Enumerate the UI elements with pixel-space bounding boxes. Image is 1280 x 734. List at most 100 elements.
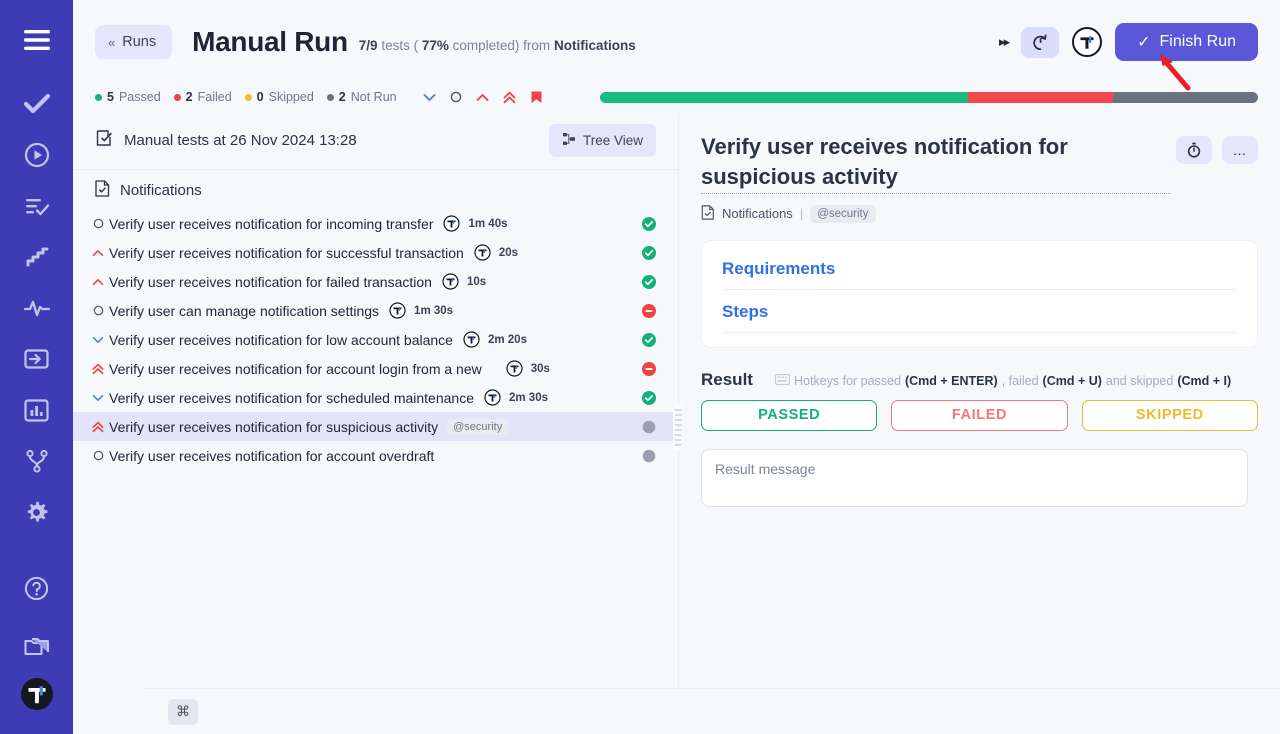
table-row[interactable]: Verify user receives notification for fa…: [73, 267, 678, 296]
breadcrumb-tag[interactable]: @security: [810, 205, 875, 223]
failed-button[interactable]: FAILED: [891, 400, 1067, 431]
priority-normal-icon[interactable]: [87, 218, 109, 229]
priority-normal-icon[interactable]: [450, 91, 462, 103]
result-header: Result Hotkeys for passed (Cmd + ENTER) …: [701, 370, 1258, 390]
import-icon[interactable]: [19, 341, 55, 377]
gear-icon[interactable]: [19, 494, 55, 530]
back-to-runs-button[interactable]: « Runs: [95, 25, 172, 59]
file-check-icon: [95, 180, 110, 201]
test-duration: 10s: [467, 276, 486, 288]
priority-filter-group: [423, 90, 543, 104]
play-circle-icon[interactable]: [19, 137, 55, 173]
priority-high-icon[interactable]: [87, 249, 109, 257]
notrun-dot-icon: [327, 94, 334, 101]
skipped-button[interactable]: SKIPPED: [1082, 400, 1258, 431]
finish-run-label: Finish Run: [1160, 33, 1236, 51]
result-message-input[interactable]: [701, 449, 1248, 507]
table-row[interactable]: Verify user can manage notification sett…: [73, 296, 678, 325]
manual-test-icon: [443, 215, 460, 232]
priority-critical-icon[interactable]: [87, 363, 109, 375]
stat-failed: 2 Failed: [174, 90, 232, 104]
menu-icon[interactable]: [19, 22, 55, 58]
table-row[interactable]: Verify user receives notification for lo…: [73, 325, 678, 354]
list-check-icon[interactable]: [19, 188, 55, 224]
status-badge: [642, 420, 656, 434]
status-badge: [642, 217, 656, 231]
back-to-runs-label: Runs: [122, 34, 156, 50]
bottom-bar: ⌘: [146, 688, 1280, 734]
table-row[interactable]: Verify user receives notification for ac…: [73, 354, 678, 383]
priority-high-icon[interactable]: [87, 278, 109, 286]
main-area: « Runs Manual Run 7/9 tests ( 77% comple…: [73, 0, 1280, 734]
detail-title[interactable]: Verify user receives notification for su…: [701, 132, 1171, 194]
progress-failed-segment: [968, 92, 1113, 103]
finish-check-icon: ✓: [1137, 32, 1150, 52]
steps-icon[interactable]: [19, 239, 55, 275]
file-check-icon: [701, 205, 715, 223]
passed-button[interactable]: PASSED: [701, 400, 877, 431]
more-dots-icon: …: [1233, 146, 1248, 154]
timer-button[interactable]: [1021, 27, 1059, 58]
table-row[interactable]: Verify user receives notification for su…: [73, 238, 678, 267]
page-title: Manual Run: [192, 26, 348, 58]
priority-low-icon[interactable]: [87, 394, 109, 402]
command-key-button[interactable]: ⌘: [168, 699, 198, 725]
test-list-pane: Manual tests at 26 Nov 2024 13:28 Tree V…: [73, 114, 679, 718]
priority-normal-icon[interactable]: [87, 450, 109, 461]
table-row[interactable]: Verify user receives notification for sc…: [73, 383, 678, 412]
branch-icon[interactable]: [19, 443, 55, 479]
test-name: Verify user receives notification for sc…: [109, 390, 474, 406]
chart-icon[interactable]: [19, 392, 55, 428]
accordion-steps[interactable]: Steps: [722, 302, 1237, 333]
priority-low-icon[interactable]: [423, 93, 436, 102]
priority-high-icon[interactable]: [476, 93, 489, 102]
progress-passed-segment: [600, 92, 968, 103]
list-header: Manual tests at 26 Nov 2024 13:28 Tree V…: [73, 114, 678, 169]
result-label: Result: [701, 370, 753, 390]
help-icon[interactable]: [19, 570, 55, 606]
breadcrumb-suite[interactable]: Notifications: [722, 206, 793, 221]
hotkeys-skipped-key: (Cmd + I): [1177, 374, 1231, 388]
hotkeys-and: and skipped: [1106, 374, 1173, 388]
more-options-button[interactable]: …: [1222, 136, 1258, 164]
stat-notrun: 2 Not Run: [327, 90, 397, 104]
priority-low-icon[interactable]: [87, 336, 109, 344]
priority-critical-icon[interactable]: [87, 421, 109, 433]
run-count: 7/9: [359, 38, 378, 53]
failed-dot-icon: [174, 94, 181, 101]
manual-test-icon: [463, 331, 480, 348]
stat-skipped: 0 Skipped: [245, 90, 314, 104]
check-icon[interactable]: [19, 86, 55, 122]
priority-blocker-icon[interactable]: [530, 90, 543, 104]
table-row[interactable]: Verify user receives notification for ac…: [73, 441, 678, 470]
test-duration: 20s: [499, 247, 518, 259]
test-duration: 2m 20s: [488, 334, 527, 346]
finish-run-button[interactable]: ✓ Finish Run: [1115, 23, 1258, 61]
priority-normal-icon[interactable]: [87, 305, 109, 316]
accordion-requirements[interactable]: Requirements: [722, 259, 1237, 290]
suite-group-header[interactable]: Notifications: [73, 169, 678, 209]
timer-icon: [1032, 33, 1049, 51]
testomat-avatar-icon: [1074, 29, 1100, 55]
back-chevron-icon: «: [108, 35, 115, 50]
status-badge: [642, 362, 656, 376]
priority-critical-icon[interactable]: [503, 91, 516, 104]
stopwatch-button[interactable]: [1176, 136, 1212, 164]
table-row[interactable]: Verify user receives notification for in…: [73, 209, 678, 238]
status-badge: [642, 449, 656, 463]
breadcrumb: Notifications | @security: [701, 205, 1258, 223]
top-bar: « Runs Manual Run 7/9 tests ( 77% comple…: [73, 0, 1280, 84]
table-row[interactable]: Verify user receives notification for su…: [73, 412, 678, 441]
run-progress-bar: [600, 92, 1258, 103]
profile-avatar[interactable]: [1072, 27, 1102, 57]
tree-view-button[interactable]: Tree View: [549, 124, 656, 157]
testomat-logo-icon[interactable]: [19, 676, 55, 712]
passed-count: 5: [107, 90, 114, 104]
fast-forward-icon[interactable]: ▸▸: [999, 34, 1008, 50]
hotkeys-passed-key: (Cmd + ENTER): [905, 374, 998, 388]
manual-test-icon: [506, 360, 523, 377]
folder-icon[interactable]: [19, 628, 55, 664]
manual-test-icon: [474, 244, 491, 261]
activity-icon[interactable]: [19, 290, 55, 326]
